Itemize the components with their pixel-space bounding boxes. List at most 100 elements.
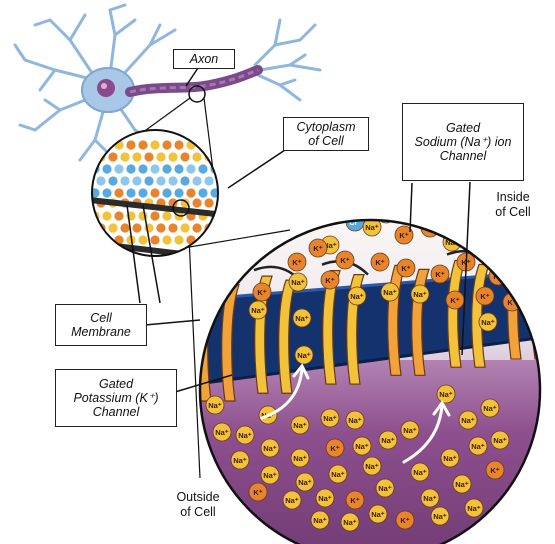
outside-label-line2: of Cell xyxy=(158,505,238,520)
svg-text:Na⁺: Na⁺ xyxy=(293,421,307,430)
cytoplasm-particle xyxy=(114,211,123,220)
outside-of-cell-label: Outside of Cell xyxy=(158,490,238,520)
svg-text:K⁺: K⁺ xyxy=(475,242,484,251)
cytoplasm-particle xyxy=(186,164,195,173)
membrane-closeup-circle xyxy=(90,130,225,262)
potassium-ion: K⁺ xyxy=(396,511,414,529)
cytoplasm-particle xyxy=(96,176,105,185)
svg-text:Na⁺: Na⁺ xyxy=(331,470,345,479)
svg-text:Na⁺: Na⁺ xyxy=(493,436,507,445)
svg-text:Na⁺: Na⁺ xyxy=(323,414,337,423)
potassium-ion: K⁺ xyxy=(326,439,344,457)
cytoplasm-particle xyxy=(174,140,183,149)
cytoplasm-particle xyxy=(156,223,165,232)
svg-text:K⁺: K⁺ xyxy=(399,231,408,240)
cytoplasm-particle xyxy=(114,188,123,197)
svg-text:Na⁺: Na⁺ xyxy=(293,454,307,463)
cytoplasm-particle xyxy=(198,188,207,197)
svg-text:K⁺: K⁺ xyxy=(340,256,349,265)
svg-text:K⁺: K⁺ xyxy=(292,258,301,267)
svg-text:K⁺: K⁺ xyxy=(401,264,410,273)
axon-label: Axon xyxy=(173,49,235,69)
outside-label-line1: Outside xyxy=(158,490,238,505)
cytoplasm-particle xyxy=(126,164,135,173)
cytoplasm-particle xyxy=(108,152,117,161)
cytoplasm-particle xyxy=(204,176,213,185)
sodium-ion: Na⁺ xyxy=(459,411,477,429)
potassium-channel-label-line2: Potassium (K⁺) xyxy=(56,391,176,405)
sodium-ion: Na⁺ xyxy=(465,499,483,517)
cytoplasm-particle xyxy=(90,235,99,244)
sodium-ion: Na⁺ xyxy=(411,285,429,303)
cytoplasm-particle xyxy=(102,188,111,197)
svg-text:Na⁺: Na⁺ xyxy=(455,480,469,489)
sodium-ion: Na⁺ xyxy=(431,507,449,525)
svg-text:Na⁺: Na⁺ xyxy=(413,290,427,299)
sodium-ion: Na⁺ xyxy=(311,511,329,529)
svg-text:Na⁺: Na⁺ xyxy=(215,428,229,437)
cytoplasm-particle xyxy=(102,164,111,173)
svg-text:Na⁺: Na⁺ xyxy=(439,390,453,399)
cytoplasm-particle xyxy=(192,176,201,185)
svg-text:Na⁺: Na⁺ xyxy=(343,518,357,527)
cytoplasm-particle xyxy=(114,164,123,173)
sodium-channel-label-line2: Sodium (Na⁺) ion xyxy=(403,135,523,149)
cytoplasm-particle xyxy=(174,164,183,173)
svg-text:Na⁺: Na⁺ xyxy=(355,442,369,451)
cytoplasm-particle xyxy=(132,152,141,161)
sodium-ion: Na⁺ xyxy=(291,449,309,467)
svg-text:K⁺: K⁺ xyxy=(400,516,409,525)
cytoplasm-particle xyxy=(120,176,129,185)
cytoplasm-particle xyxy=(120,152,129,161)
cytoplasm-particle xyxy=(108,223,117,232)
svg-text:Na⁺: Na⁺ xyxy=(381,436,395,445)
sodium-ion: Na⁺ xyxy=(369,505,387,523)
sodium-ion: Na⁺ xyxy=(283,491,301,509)
sodium-ion: Na⁺ xyxy=(348,287,366,305)
svg-text:Na⁺: Na⁺ xyxy=(285,496,299,505)
cytoplasm-particle xyxy=(150,211,159,220)
svg-text:Na⁺: Na⁺ xyxy=(423,494,437,503)
svg-text:Na⁺: Na⁺ xyxy=(208,401,222,410)
svg-text:K⁺: K⁺ xyxy=(350,496,359,505)
svg-text:K⁺: K⁺ xyxy=(375,258,384,267)
sodium-ion: Na⁺ xyxy=(249,301,267,319)
sodium-ion: Na⁺ xyxy=(291,416,309,434)
cytoplasm-particle xyxy=(144,152,153,161)
svg-text:Na⁺: Na⁺ xyxy=(467,504,481,513)
cytoplasm-particle xyxy=(138,164,147,173)
sodium-ion: Na⁺ xyxy=(261,439,279,457)
sodium-ion: Na⁺ xyxy=(231,451,249,469)
cytoplasm-particle xyxy=(102,211,111,220)
cytoplasm-particle xyxy=(132,223,141,232)
cytoplasm-particle xyxy=(132,176,141,185)
cell-membrane-label: Cell Membrane xyxy=(55,304,147,346)
cytoplasm-label: Cytoplasm of Cell xyxy=(283,117,369,151)
svg-text:Na⁺: Na⁺ xyxy=(371,510,385,519)
cytoplasm-particle xyxy=(174,235,183,244)
svg-text:Na⁺: Na⁺ xyxy=(413,468,427,477)
cytoplasm-particle xyxy=(198,164,207,173)
potassium-ion: K⁺ xyxy=(346,491,364,509)
svg-text:K⁺: K⁺ xyxy=(480,292,489,301)
potassium-channel-label-line3: Channel xyxy=(56,405,176,419)
cytoplasm-particle xyxy=(180,223,189,232)
svg-text:Na⁺: Na⁺ xyxy=(383,288,397,297)
potassium-ion: K⁺ xyxy=(446,291,464,309)
cytoplasm-particle xyxy=(162,164,171,173)
cytoplasm-particle xyxy=(168,223,177,232)
cytoplasm-particle xyxy=(162,235,171,244)
potassium-ion: K⁺ xyxy=(336,251,354,269)
cytoplasm-particle xyxy=(186,188,195,197)
svg-text:Na⁺: Na⁺ xyxy=(483,404,497,413)
svg-text:K⁺: K⁺ xyxy=(257,288,266,297)
svg-text:K⁺: K⁺ xyxy=(330,444,339,453)
svg-text:K⁺: K⁺ xyxy=(238,261,247,270)
cytoplasm-particle xyxy=(120,223,129,232)
cytoplasm-particle xyxy=(144,176,153,185)
cytoplasm-particle xyxy=(138,188,147,197)
axon-label-text: Axon xyxy=(174,52,234,66)
svg-text:Na⁺: Na⁺ xyxy=(461,416,475,425)
svg-text:Na⁺: Na⁺ xyxy=(348,416,362,425)
svg-text:Na⁺: Na⁺ xyxy=(378,484,392,493)
